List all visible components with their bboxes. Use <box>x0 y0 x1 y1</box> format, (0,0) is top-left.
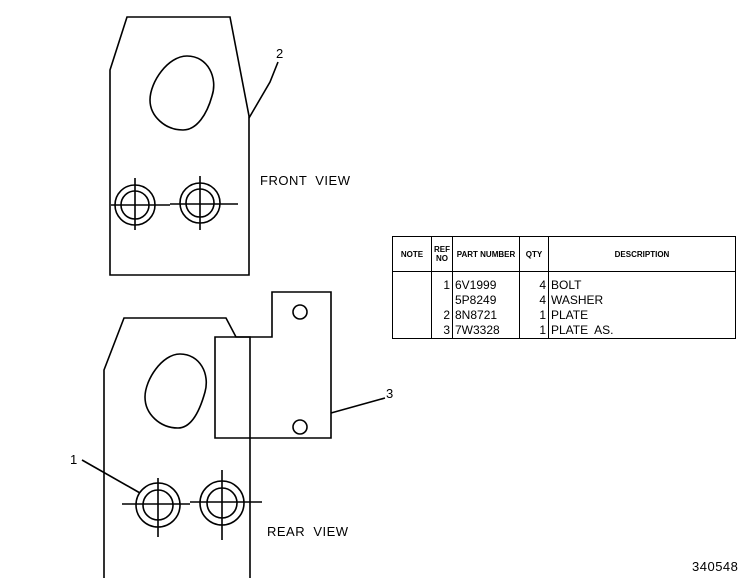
front-slot-hole <box>149 55 215 131</box>
row-note <box>392 323 432 339</box>
row-note <box>392 271 432 293</box>
row-qty: 1 <box>519 323 549 339</box>
row-part-number: 7W3328 <box>452 323 520 339</box>
table-row: 1 6V1999 4 BOLT <box>392 271 736 293</box>
secondary-plate <box>214 291 332 439</box>
front-view-label: FRONT VIEW <box>260 173 351 188</box>
front-bolt-left <box>111 178 170 230</box>
rear-view-label: REAR VIEW <box>267 524 349 539</box>
row-description: WASHER <box>548 293 736 308</box>
header-ref-no: REF NO <box>431 236 453 272</box>
row-ref <box>431 293 453 308</box>
row-part-number: 5P8249 <box>452 293 520 308</box>
secondary-hole-bottom <box>292 419 308 435</box>
secondary-hole-top <box>292 304 308 320</box>
row-description: PLATE <box>548 308 736 323</box>
drawing-number: 340548 <box>692 559 739 574</box>
leader-2 <box>248 61 279 119</box>
callout-1: 1 <box>70 452 78 467</box>
row-ref: 3 <box>431 323 453 339</box>
row-qty: 4 <box>519 293 549 308</box>
leader-3 <box>330 397 386 414</box>
leader-1 <box>81 459 141 494</box>
rear-slot-hole <box>144 353 207 429</box>
callout-2: 2 <box>276 46 284 61</box>
callout-3: 3 <box>386 386 394 401</box>
header-description: DESCRIPTION <box>548 236 736 272</box>
parts-table-header: NOTE REF NO PART NUMBER QTY DESCRIPTION <box>392 236 736 272</box>
table-row: 2 8N8721 1 PLATE <box>392 308 736 323</box>
row-part-number: 6V1999 <box>452 271 520 293</box>
row-part-number: 8N8721 <box>452 308 520 323</box>
header-qty: QTY <box>519 236 549 272</box>
row-note <box>392 293 432 308</box>
header-note: NOTE <box>392 236 432 272</box>
rear-plate <box>103 317 251 578</box>
row-note <box>392 308 432 323</box>
parts-table: NOTE REF NO PART NUMBER QTY DESCRIPTION … <box>392 236 736 339</box>
row-ref: 2 <box>431 308 453 323</box>
front-plate <box>109 16 250 276</box>
row-qty: 4 <box>519 271 549 293</box>
row-qty: 1 <box>519 308 549 323</box>
rear-bolt-left <box>122 478 190 537</box>
header-part-number: PART NUMBER <box>452 236 520 272</box>
rear-bolt-right <box>190 470 262 540</box>
row-description: BOLT <box>548 271 736 293</box>
table-row: 5P8249 4 WASHER <box>392 293 736 308</box>
table-row: 3 7W3328 1 PLATE AS. <box>392 323 736 339</box>
row-description: PLATE AS. <box>548 323 736 339</box>
row-ref: 1 <box>431 271 453 293</box>
front-bolt-right <box>170 176 238 230</box>
